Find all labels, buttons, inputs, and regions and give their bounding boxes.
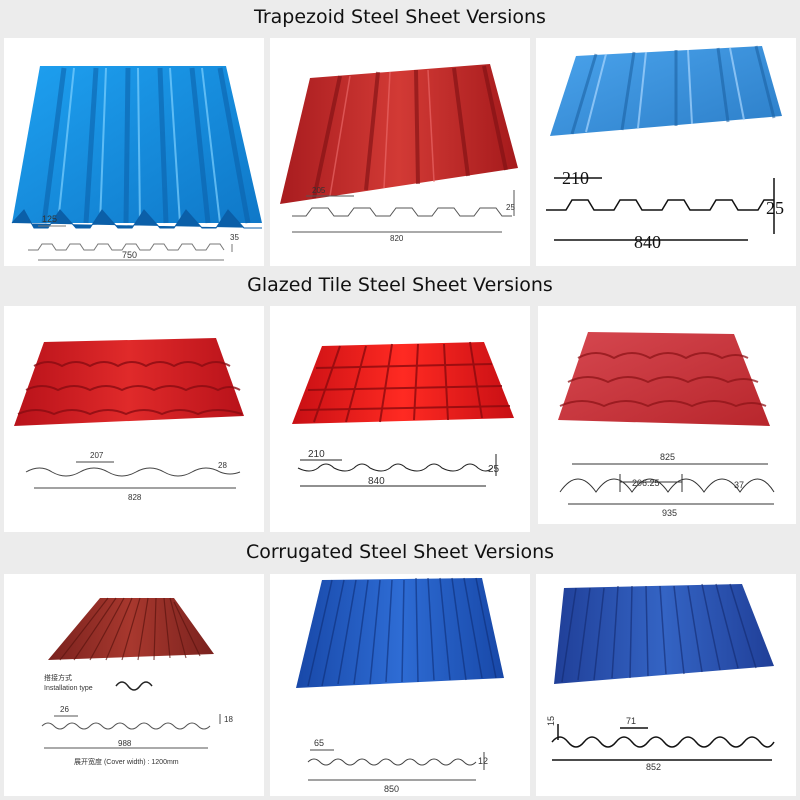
corrugated-sheet-card-1: 搭接方式 Installation type 26 18 988 展开宽度 (C… bbox=[4, 574, 264, 796]
dim-width: 852 bbox=[646, 762, 661, 772]
dim-pitch: 205 bbox=[312, 186, 326, 195]
glazed-tile-dimension-labels: 210 25 840 bbox=[308, 449, 500, 487]
dim-height: 25 bbox=[766, 198, 784, 218]
glazed-tile-sheet-card-2: 210 25 840 bbox=[270, 306, 530, 532]
dim-pitch: 26 bbox=[60, 705, 69, 714]
section-title-trapezoid: Trapezoid Steel Sheet Versions bbox=[254, 6, 546, 28]
dim-top: 825 bbox=[660, 452, 675, 462]
corrugated-sheet-illustration bbox=[41, 597, 221, 749]
dim-cover-width: 展开宽度 (Cover width) : 1200mm bbox=[74, 757, 179, 766]
dim-height: 28 bbox=[218, 461, 227, 470]
glazed-tile-dimension-labels: 207 28 828 bbox=[90, 451, 227, 502]
section-title-glazed-tile: Glazed Tile Steel Sheet Versions bbox=[247, 274, 553, 296]
trapezoid-sheet-card-2: 205 25 820 bbox=[270, 38, 530, 266]
dim-width: 840 bbox=[368, 476, 385, 487]
section-title-corrugated: Corrugated Steel Sheet Versions bbox=[245, 541, 555, 563]
dim-height: 12 bbox=[478, 756, 488, 766]
glazed-tile-sheet-illustration bbox=[558, 332, 775, 505]
dim-width: 850 bbox=[384, 784, 399, 794]
corrugated-sheet-illustration bbox=[551, 583, 775, 761]
install-type-en: Installation type bbox=[44, 685, 93, 692]
trapezoid-sheet-illustration bbox=[546, 45, 782, 241]
glazed-tile-sheet-illustration bbox=[292, 341, 514, 487]
trapezoid-dimension-labels: 125 35 750 bbox=[42, 214, 239, 260]
dim-width: 840 bbox=[634, 232, 661, 252]
dim-height: 37 bbox=[734, 480, 744, 490]
corrugated-sheet-card-3: 15 71 852 bbox=[536, 574, 796, 796]
dim-height: 25 bbox=[506, 203, 515, 212]
dim-width: 988 bbox=[118, 739, 132, 748]
dim-pitch: 206.25 bbox=[632, 478, 660, 488]
dim-height: 25 bbox=[488, 464, 500, 475]
corrugated-dimension-labels: 65 12 850 bbox=[314, 738, 488, 794]
trapezoid-sheet-card-3: 210 25 840 bbox=[536, 38, 796, 266]
install-type-cn: 搭接方式 bbox=[44, 673, 72, 682]
glazed-tile-sheet-card-1: 207 28 828 bbox=[4, 306, 264, 532]
dim-width: 828 bbox=[128, 493, 142, 502]
dim-width: 935 bbox=[662, 508, 677, 518]
dim-height: 15 bbox=[546, 716, 556, 726]
trapezoid-sheet-card-1: 125 35 750 bbox=[4, 38, 264, 266]
glazed-tile-dimension-labels: 825 206.25 37 935 bbox=[632, 452, 744, 518]
dim-width: 820 bbox=[390, 234, 404, 243]
dim-pitch: 210 bbox=[562, 168, 589, 188]
dim-height: 35 bbox=[230, 233, 239, 242]
trapezoid-sheet-illustration bbox=[11, 66, 262, 261]
corrugated-dimension-labels: 15 71 852 bbox=[546, 716, 661, 772]
dim-pitch: 210 bbox=[308, 449, 325, 460]
corrugated-sheet-illustration bbox=[296, 577, 504, 781]
dim-pitch: 71 bbox=[626, 716, 636, 726]
corrugated-sheet-card-2: 65 12 850 bbox=[270, 574, 530, 796]
dim-width: 750 bbox=[122, 250, 137, 260]
trapezoid-dimension-labels: 210 25 840 bbox=[562, 168, 784, 252]
dim-height: 18 bbox=[224, 715, 233, 724]
trapezoid-sheet-illustration bbox=[280, 64, 518, 233]
dim-pitch: 207 bbox=[90, 451, 104, 460]
dim-pitch: 125 bbox=[42, 214, 57, 224]
dim-pitch: 65 bbox=[314, 738, 324, 748]
glazed-tile-sheet-card-3: 825 206.25 37 935 bbox=[538, 306, 796, 524]
trapezoid-dimension-labels: 205 25 820 bbox=[312, 186, 515, 243]
corrugated-dimension-labels: 搭接方式 Installation type 26 18 988 展开宽度 (C… bbox=[44, 673, 233, 766]
glazed-tile-sheet-illustration bbox=[14, 338, 244, 489]
